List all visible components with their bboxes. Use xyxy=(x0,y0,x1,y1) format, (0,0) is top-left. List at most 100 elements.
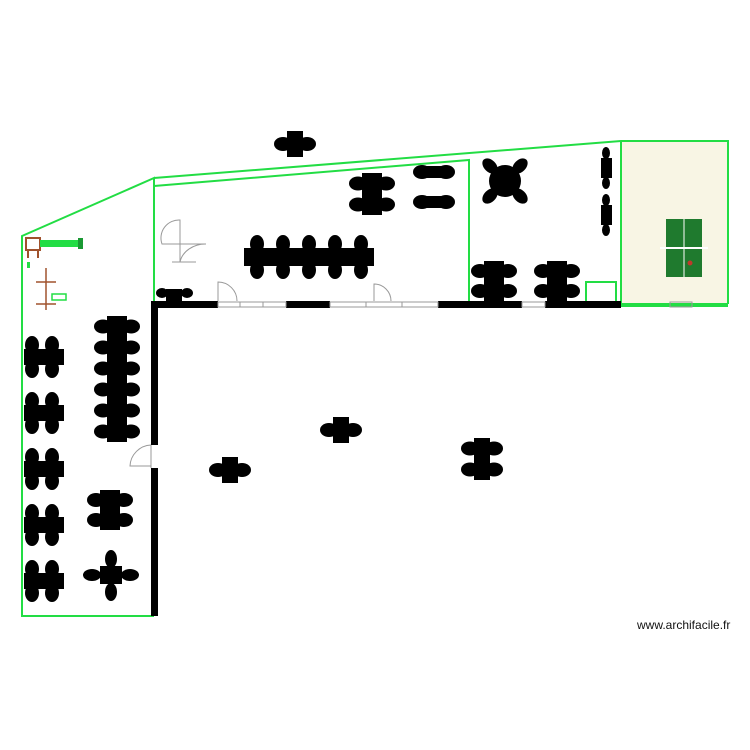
chair xyxy=(94,340,112,355)
chair xyxy=(602,147,610,159)
wall-top-segment-3 xyxy=(438,301,522,308)
door-swing xyxy=(217,281,238,302)
ping-pong-table xyxy=(660,219,708,277)
chair xyxy=(122,424,140,439)
chair xyxy=(349,197,367,212)
chair xyxy=(45,448,59,466)
chair xyxy=(250,235,264,253)
table xyxy=(601,158,612,178)
chair xyxy=(25,392,39,410)
wall-top-segment-2 xyxy=(286,301,330,308)
chair xyxy=(602,177,610,189)
chair xyxy=(534,284,552,298)
window xyxy=(521,301,546,308)
wall-top-segment-4 xyxy=(545,301,621,308)
table xyxy=(244,248,374,266)
chair xyxy=(45,360,59,378)
chair xyxy=(25,528,39,546)
chair xyxy=(298,137,316,151)
chair xyxy=(485,462,503,477)
chair xyxy=(250,261,264,279)
chair xyxy=(122,382,140,397)
chair xyxy=(122,340,140,355)
chair xyxy=(45,392,59,410)
table xyxy=(601,205,612,225)
chair xyxy=(482,158,498,174)
chair xyxy=(485,441,503,456)
furniture xyxy=(24,131,612,602)
chair xyxy=(181,288,193,298)
chair xyxy=(25,584,39,602)
door-swing xyxy=(160,219,181,245)
chair xyxy=(105,550,117,568)
chair xyxy=(45,504,59,522)
small-planter xyxy=(585,281,617,303)
chair xyxy=(276,235,290,253)
table xyxy=(333,417,349,443)
chair xyxy=(25,416,39,434)
inner-terrace-boundary xyxy=(153,158,470,304)
wall-left-vertical-bottom xyxy=(151,468,158,616)
door-swing xyxy=(373,283,392,302)
watermark: www.archifacile.fr xyxy=(637,618,731,632)
chair xyxy=(25,560,39,578)
slide xyxy=(25,237,83,268)
chair xyxy=(45,528,59,546)
chair xyxy=(328,235,342,253)
chair xyxy=(25,336,39,354)
table xyxy=(100,566,122,584)
chair xyxy=(83,569,101,581)
top-terrace-boundary xyxy=(153,140,729,304)
chair xyxy=(328,261,342,279)
building-walls xyxy=(151,301,621,616)
chair xyxy=(354,261,368,279)
chair xyxy=(122,361,140,376)
chair xyxy=(302,261,316,279)
chair xyxy=(122,319,140,334)
chair xyxy=(274,137,292,151)
chair xyxy=(437,195,455,209)
chair xyxy=(45,336,59,354)
chair xyxy=(94,361,112,376)
chair xyxy=(94,319,112,334)
chair xyxy=(105,583,117,601)
chair xyxy=(25,360,39,378)
chair xyxy=(320,423,338,437)
door-swing xyxy=(129,444,152,467)
chair xyxy=(534,264,552,278)
table xyxy=(107,316,127,442)
chair xyxy=(276,261,290,279)
chair xyxy=(25,504,39,522)
chair xyxy=(602,194,610,206)
chair xyxy=(122,403,140,418)
chair xyxy=(512,158,528,174)
door-swing xyxy=(179,243,207,263)
window xyxy=(329,301,439,308)
chair xyxy=(461,441,479,456)
chair xyxy=(25,472,39,490)
chair xyxy=(512,188,528,204)
chair xyxy=(413,165,431,179)
chair xyxy=(25,448,39,466)
chair xyxy=(344,423,362,437)
chair xyxy=(461,462,479,477)
chair xyxy=(233,463,251,477)
table xyxy=(287,131,303,157)
chair xyxy=(45,416,59,434)
chair xyxy=(94,382,112,397)
outdoor-boundaries xyxy=(21,140,729,617)
chair xyxy=(471,284,489,298)
table xyxy=(222,457,238,483)
chair xyxy=(482,188,498,204)
chair xyxy=(562,264,580,278)
chair xyxy=(115,513,133,527)
chair xyxy=(377,176,395,191)
window xyxy=(669,301,693,308)
chair xyxy=(354,235,368,253)
round-table xyxy=(489,165,521,197)
chair xyxy=(45,472,59,490)
swing xyxy=(36,268,67,310)
chair xyxy=(45,560,59,578)
table xyxy=(166,289,182,303)
